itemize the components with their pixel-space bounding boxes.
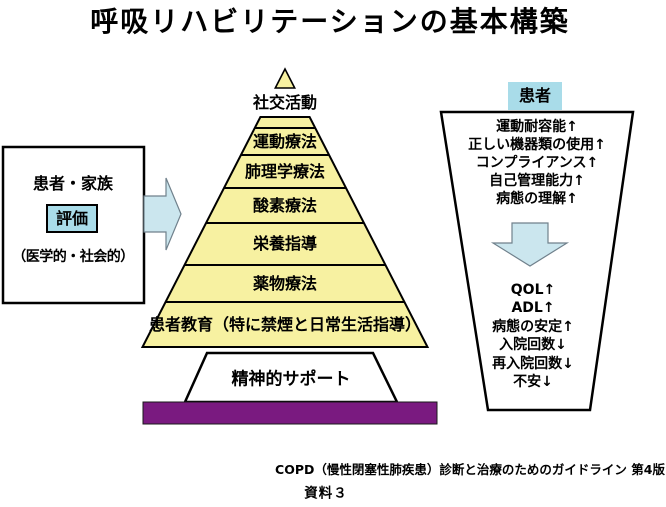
final-outcome-item: ADL↑: [511, 300, 555, 317]
final-outcome-item: 再入院回数↓: [492, 355, 574, 372]
pyramid-level-label: 酸素療法: [252, 195, 318, 215]
final-outcome-item: 入院回数↓: [499, 337, 567, 354]
final-outcome-item: 不安↓: [513, 374, 553, 390]
pyramid-level-label: 薬物療法: [252, 273, 318, 293]
page-title: 呼吸リハビリテーションの基本構築: [90, 5, 570, 38]
foundation-bar: [142, 401, 438, 425]
patient-badge-box: [508, 82, 562, 110]
scope-label: （医学的・社会的）: [12, 249, 134, 265]
flow-arrow-down: [490, 222, 570, 267]
immediate-outcome-item: 病態の理解↑: [496, 191, 578, 207]
immediate-outcome-item: コンプライアンス↑: [475, 155, 599, 171]
patient-family-label: 患者・家族: [32, 174, 114, 193]
final-outcome-item: QOL↑: [510, 282, 556, 298]
pyramid-level-label: 栄養指導: [252, 234, 318, 253]
evaluation-badge-box: [46, 204, 98, 233]
reference-label: 資料３: [304, 485, 348, 502]
support-label: 精神的サポート: [231, 369, 351, 390]
pyramid-level-label: 肺理学療法: [244, 161, 326, 181]
pyramid-tip: [273, 67, 297, 89]
pyramid-level-label: 運動療法: [252, 131, 318, 151]
pyramid-level-label: 患者教育（特に禁煙と日常生活指導）: [148, 314, 422, 334]
pyramid-body: [140, 116, 430, 348]
immediate-outcome-item: 運動耐容能↑: [496, 119, 578, 135]
source-caption: COPD（慢性閉塞性肺疾患）診断と治療のためのガイドライン 第4版: [275, 461, 665, 477]
flow-arrow-right: [143, 177, 182, 251]
pyramid-top-label: 社交活動: [252, 93, 318, 112]
immediate-outcome-item: 正しい機器類の使用↑: [468, 137, 606, 153]
patient-badge-label: 患者: [518, 86, 552, 105]
final-outcome-item: 病態の安定↑: [492, 318, 574, 335]
immediate-outcome-item: 自己管理能力↑: [489, 173, 585, 189]
evaluation-badge-label: 評価: [55, 209, 89, 228]
